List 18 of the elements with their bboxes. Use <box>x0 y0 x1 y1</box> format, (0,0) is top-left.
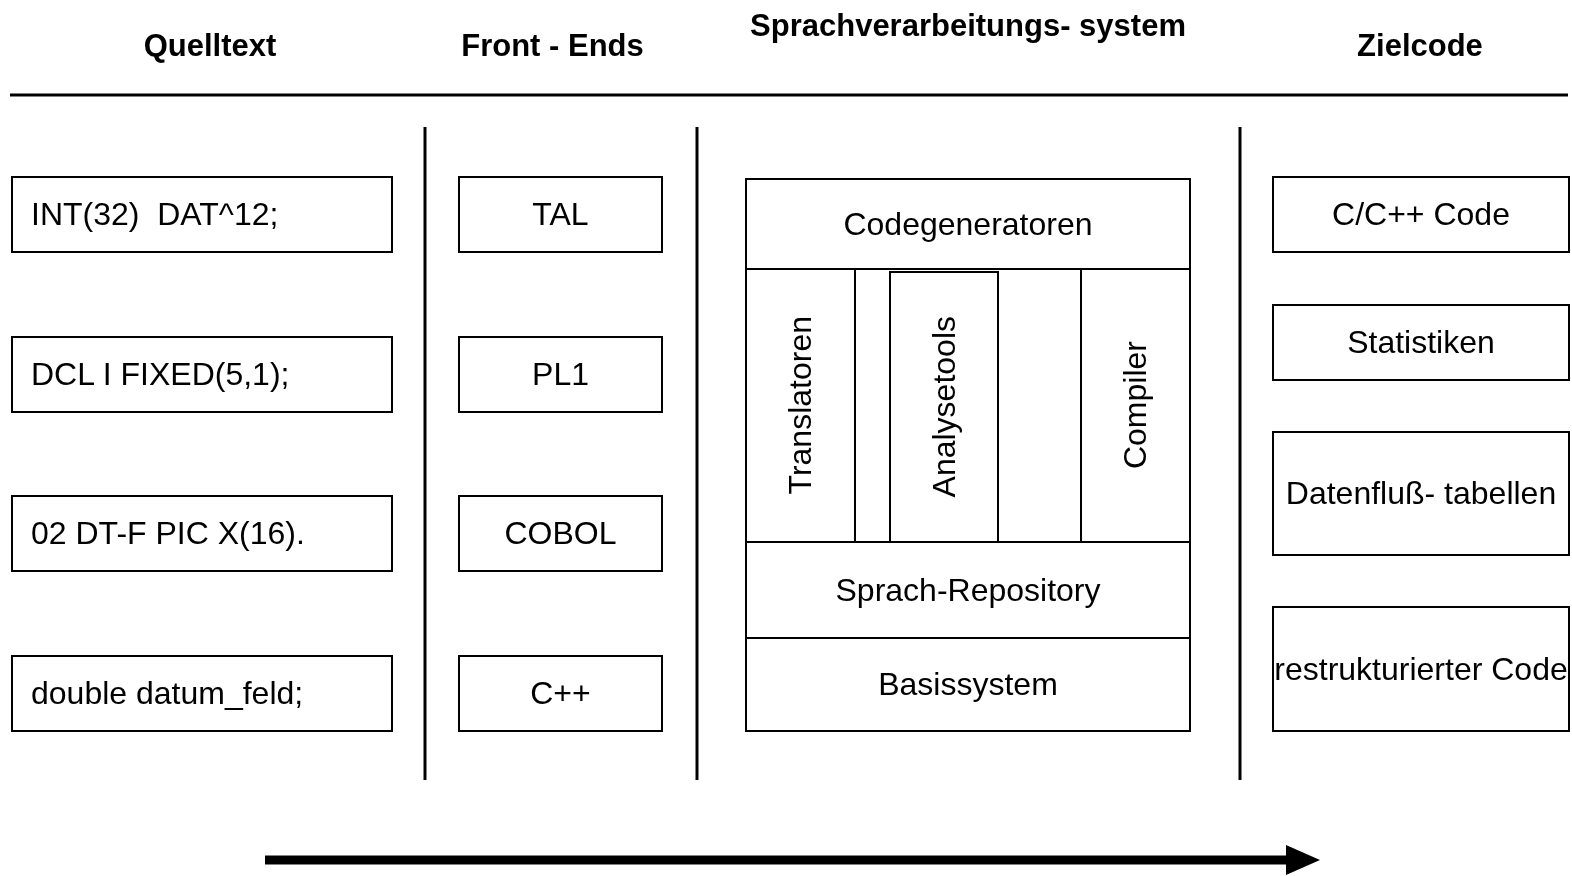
output-box: Datenfluß- tabellen <box>1272 431 1570 556</box>
column-heading: Sprachverarbeitungs- system <box>749 8 1187 44</box>
component-box: Translatoren <box>745 268 856 543</box>
column-heading: Front - Ends <box>460 28 645 64</box>
output-box: Statistiken <box>1272 304 1570 381</box>
layer-box: Basissystem <box>745 637 1191 732</box>
language-box: COBOL <box>458 495 663 572</box>
output-box: C/C++ Code <box>1272 176 1570 253</box>
column-heading: Zielcode <box>1356 28 1484 64</box>
layer-box: Sprach-Repository <box>745 541 1191 639</box>
language-box: C++ <box>458 655 663 732</box>
layer-box: Codegeneratoren <box>745 178 1191 270</box>
component-box: Compiler <box>1080 268 1191 543</box>
component-box: Analysetools <box>889 271 999 543</box>
output-box: restrukturierter Code <box>1272 606 1570 732</box>
language-box: PL1 <box>458 336 663 413</box>
column-heading: Quelltext <box>142 28 278 64</box>
language-box: TAL <box>458 176 663 253</box>
